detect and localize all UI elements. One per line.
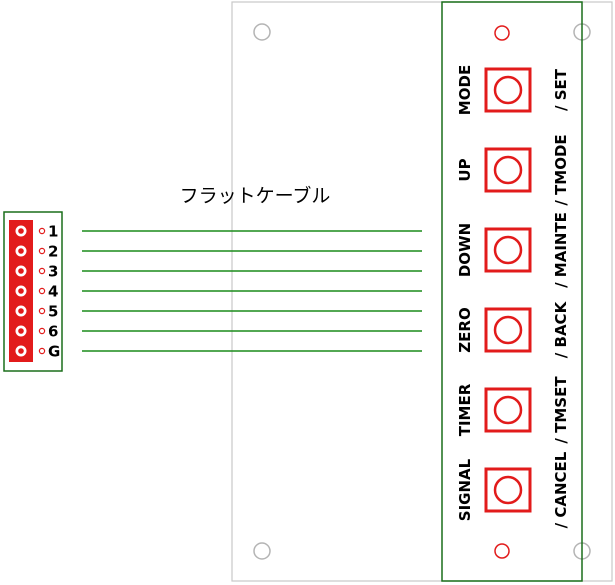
button-up[interactable]	[484, 147, 532, 193]
pin-4-label: 4	[48, 283, 58, 301]
header-pin-2	[17, 247, 25, 255]
panel-mount-hole-top-left	[253, 23, 271, 41]
button-mode-actuator	[493, 75, 523, 105]
pin-3-label: 3	[48, 263, 58, 281]
button-timer-actuator	[493, 395, 523, 425]
pin-G-pad	[38, 347, 46, 355]
pin-1-label: 1	[48, 223, 58, 241]
pin-4-pad	[38, 287, 46, 295]
header-pin-4	[17, 287, 25, 295]
button-signal-label: SIGNAL	[456, 458, 474, 521]
header-pin-1	[17, 227, 25, 235]
button-down[interactable]	[484, 227, 532, 273]
button-signal[interactable]	[484, 467, 532, 513]
button-down-function-label: / MAINTE	[552, 212, 570, 288]
keypad-pcb	[441, 1, 583, 582]
button-up-actuator	[493, 155, 523, 185]
pin-group: 1 2 3 4 5 6G	[14, 223, 60, 361]
pcb-mount-hole-top	[494, 25, 510, 41]
button-mode-function-label: / SET	[552, 68, 570, 111]
button-down-actuator	[493, 235, 523, 265]
header-pin-G	[17, 347, 25, 355]
button-down-label: DOWN	[456, 223, 474, 277]
pin-1-pad	[38, 227, 46, 235]
pin-G-label: G	[48, 343, 60, 361]
button-zero-actuator	[493, 315, 523, 345]
pin-2-pad	[38, 247, 46, 255]
pin-6-label: 6	[48, 323, 58, 341]
button-mode[interactable]	[484, 67, 532, 113]
button-signal-function-label: / CANCEL	[552, 451, 570, 528]
pcb-mount-hole-bottom	[494, 543, 510, 559]
panel-mount-hole-bottom-left	[253, 542, 271, 560]
button-mode-label: MODE	[456, 65, 474, 115]
pin-3-pad	[38, 267, 46, 275]
pin-5-label: 5	[48, 303, 58, 321]
flat-cable	[82, 230, 422, 352]
button-timer[interactable]	[484, 387, 532, 433]
header-pin-3	[17, 267, 25, 275]
button-timer-function-label: / TMSET	[552, 376, 570, 444]
button-signal-actuator	[493, 475, 523, 505]
button-up-function-label: / TMODE	[552, 134, 570, 205]
button-zero-function-label: / BACK	[552, 300, 570, 358]
header-pin-5	[17, 307, 25, 315]
button-up-label: UP	[456, 158, 474, 181]
header-pin-6	[17, 327, 25, 335]
button-zero-label: ZERO	[456, 307, 474, 352]
button-group: MODE / SET UP / TMODE DOWN / MAINTE ZERO / BACK…	[456, 65, 570, 529]
connector-board	[3, 211, 63, 372]
button-zero[interactable]	[484, 307, 532, 353]
pin-5-pad	[38, 307, 46, 315]
pin-6-pad	[38, 327, 46, 335]
button-timer-label: TIMER	[456, 383, 474, 436]
pin-2-label: 2	[48, 243, 58, 261]
cable-label: フラットケーブル	[180, 184, 331, 207]
